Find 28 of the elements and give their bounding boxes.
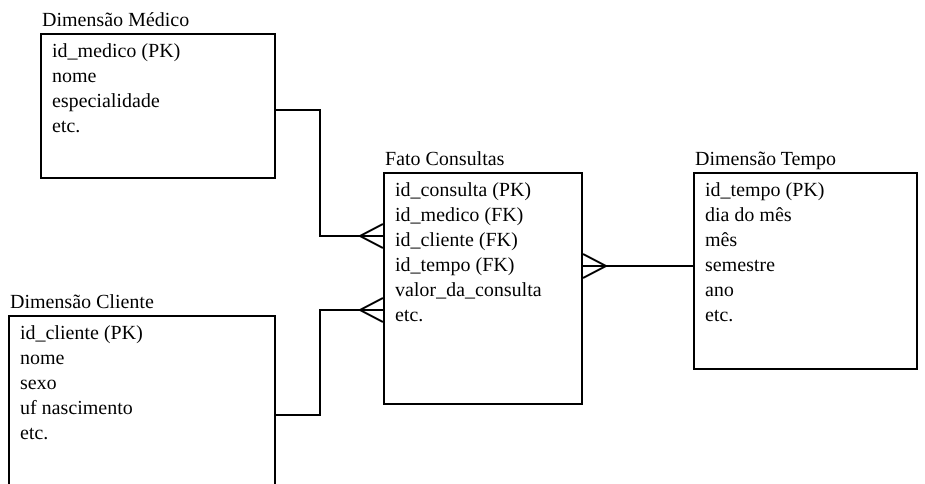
table-field: nome <box>20 346 274 371</box>
table-field: etc. <box>705 303 916 328</box>
table-field: dia do mês <box>705 203 916 228</box>
table-field: id_cliente (PK) <box>20 321 274 346</box>
table-title: Dimensão Tempo <box>695 148 836 171</box>
table-field: id_medico (FK) <box>395 203 581 228</box>
table-field: ano <box>705 278 916 303</box>
table-field: mês <box>705 228 916 253</box>
table-field: etc. <box>20 421 274 446</box>
table-field: id_cliente (FK) <box>395 228 581 253</box>
table-field: id_tempo (FK) <box>395 253 581 278</box>
table-field: especialidade <box>52 89 274 114</box>
table-field: sexo <box>20 371 274 396</box>
relationship-line <box>276 109 384 249</box>
table-field: etc. <box>52 114 274 139</box>
table-field: valor_da_consulta <box>395 278 581 303</box>
table-field: uf nascimento <box>20 396 274 421</box>
table-field: id_consulta (PK) <box>395 178 581 203</box>
table-field: semestre <box>705 253 916 278</box>
table-title: Dimensão Médico <box>42 9 190 32</box>
table-title: Dimensão Cliente <box>10 291 154 314</box>
table-field: etc. <box>395 303 581 328</box>
table-field: nome <box>52 64 274 89</box>
relationship-line <box>582 253 693 279</box>
relationship-line <box>276 297 384 416</box>
table-field: id_medico (PK) <box>52 39 274 64</box>
table-field: id_tempo (PK) <box>705 178 916 203</box>
table-title: Fato Consultas <box>385 148 504 171</box>
